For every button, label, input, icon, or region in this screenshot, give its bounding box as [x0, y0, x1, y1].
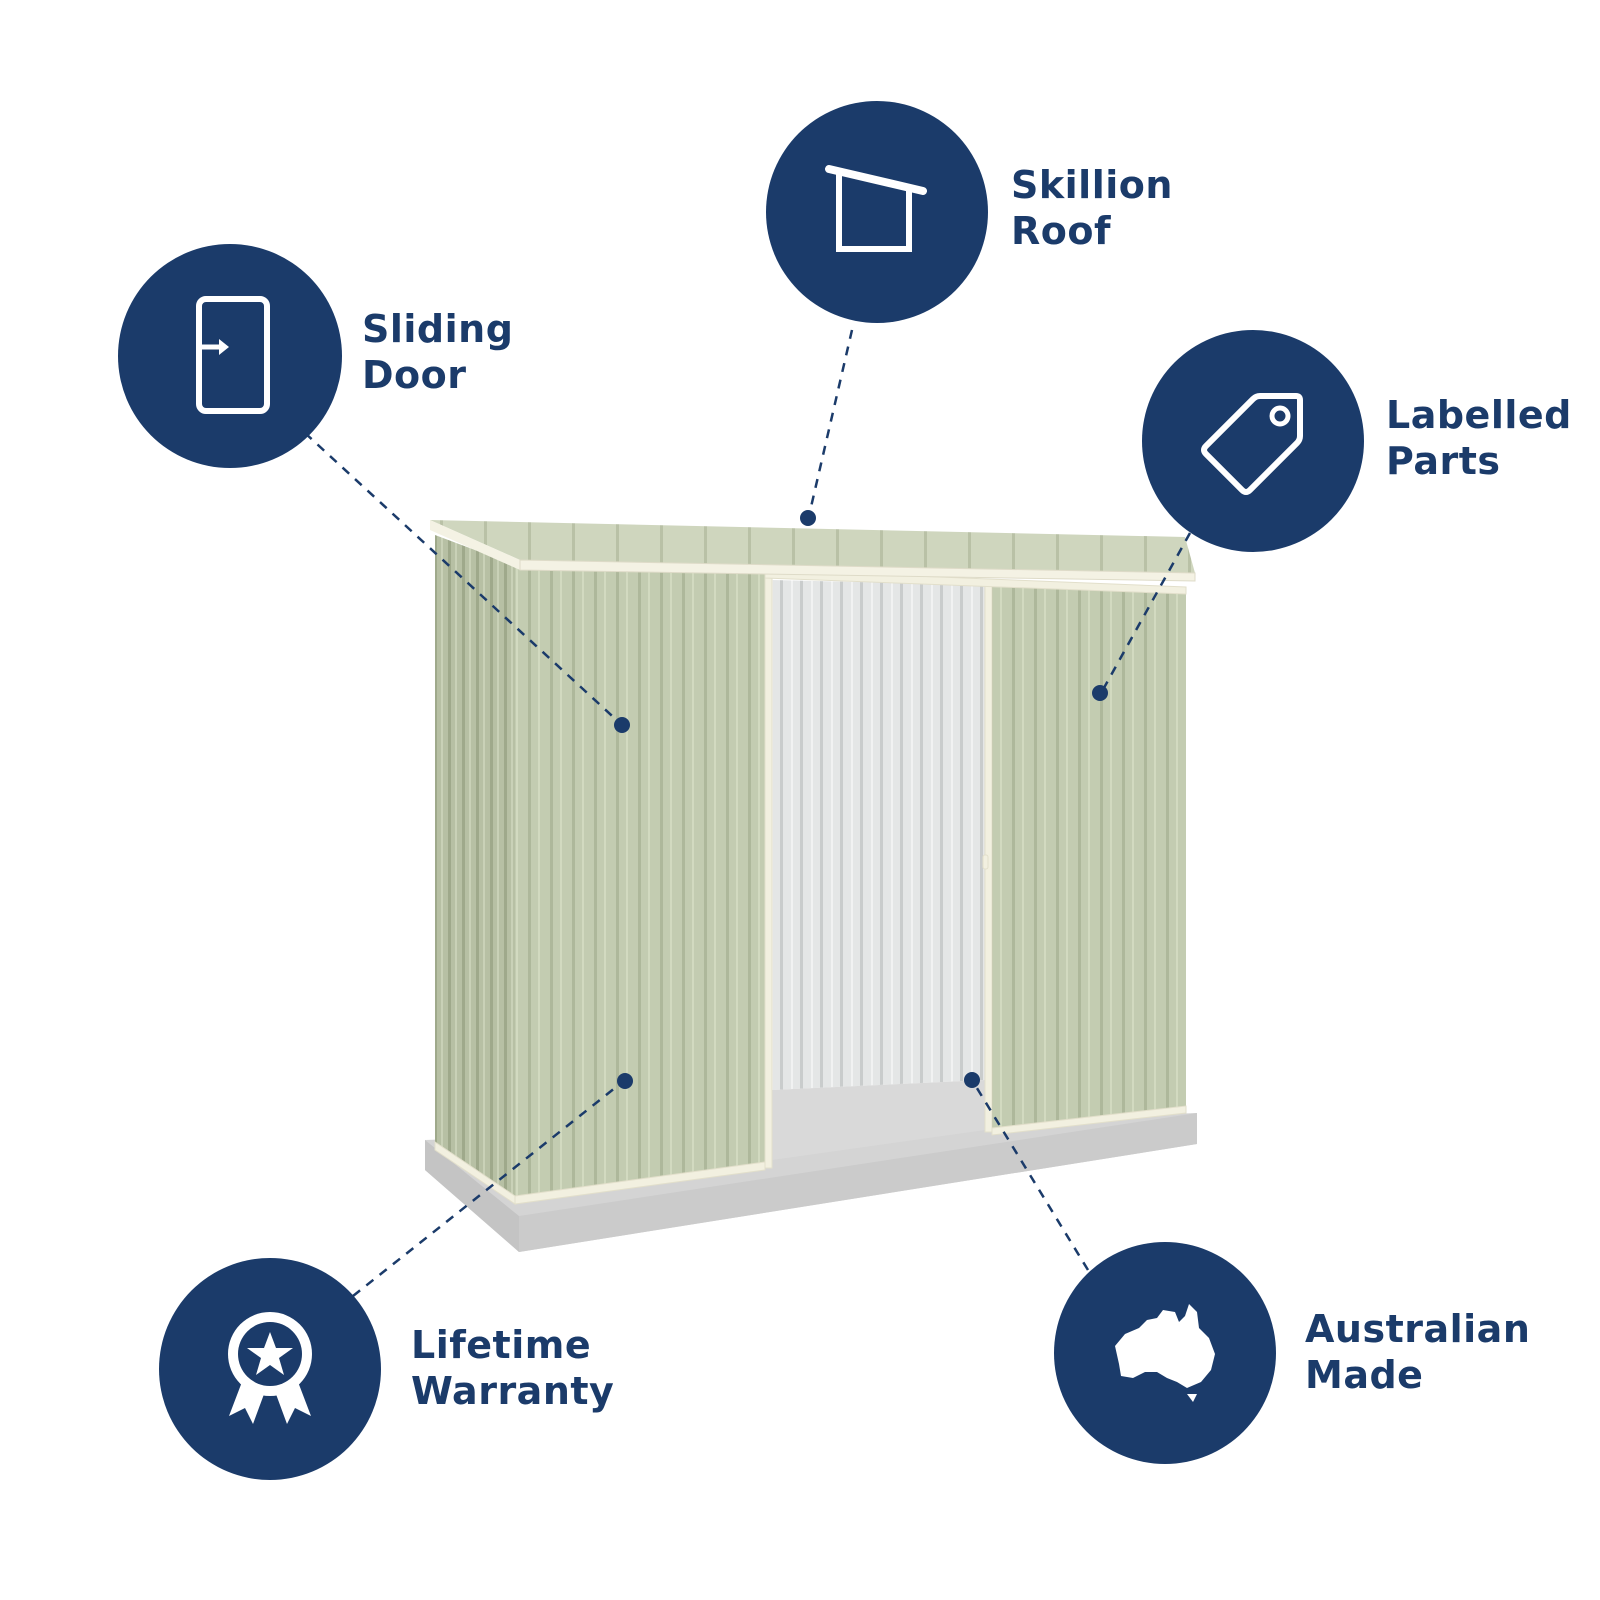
sliding-door-line2: Door	[362, 353, 467, 397]
callout-dots	[614, 510, 1108, 1089]
australian-made-badge	[1054, 1242, 1276, 1464]
australia-map-icon	[1115, 1304, 1215, 1402]
sliding-door-badge	[118, 244, 342, 468]
lifetime-warranty-line1: Lifetime	[411, 1323, 592, 1367]
callout-leaders	[304, 329, 1192, 1297]
labelled-parts-line2: Parts	[1386, 439, 1501, 483]
skillion-roof-panel	[430, 520, 1196, 582]
australian-made-line1: Australian	[1305, 1307, 1531, 1351]
shed-interior	[772, 580, 985, 1160]
skillion-roof-line1: Skillion	[1011, 163, 1173, 207]
lifetime-warranty-line2: Warranty	[411, 1369, 615, 1413]
skillion-roof-badge	[766, 101, 988, 323]
shed-side-wall	[435, 535, 515, 1200]
sliding-door-line1: Sliding	[362, 307, 514, 351]
skillion-roof-line2: Roof	[1011, 209, 1112, 253]
skillion-roof-icon	[825, 165, 927, 252]
sliding-door-icon	[196, 296, 270, 414]
sliding-door-label: Sliding Door	[362, 306, 513, 398]
labelled-parts-line1: Labelled	[1386, 393, 1572, 437]
australian-made-label: Australian Made	[1305, 1306, 1530, 1398]
australian-made-line2: Made	[1305, 1353, 1424, 1397]
labelled-parts-label: Labelled Parts	[1386, 392, 1572, 484]
labelled-parts-badge	[1142, 330, 1364, 552]
shed-trims	[434, 569, 1187, 1205]
price-tag-icon	[1201, 393, 1303, 495]
award-rosette-icon	[228, 1312, 312, 1424]
shed-front-left-wall	[515, 565, 765, 1200]
lifetime-warranty-badge	[159, 1258, 381, 1480]
skillion-roof-label: Skillion Roof	[1011, 162, 1173, 254]
lifetime-warranty-label: Lifetime Warranty	[411, 1322, 614, 1414]
shed-front-right-wall	[992, 587, 1186, 1132]
